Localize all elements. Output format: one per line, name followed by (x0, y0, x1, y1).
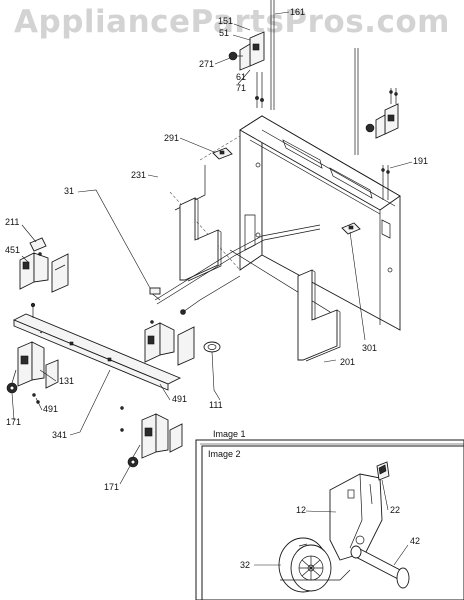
callout-111: 111 (209, 400, 223, 410)
clip-22 (376, 461, 390, 481)
top-bracket-left (228, 31, 265, 108)
side-panel-left (179, 197, 222, 282)
top-rods (270, 0, 359, 155)
cabinet-frame (169, 115, 401, 335)
caster-bracket-12 (329, 473, 383, 561)
callout-151: 151 (218, 16, 233, 26)
callout-291: 291 (164, 133, 179, 143)
callout-451: 451 (5, 245, 20, 255)
callout-171-right: 171 (104, 482, 119, 492)
callout-201: 201 (340, 357, 355, 367)
cross-bar-341 (12, 302, 182, 391)
callout-22: 22 (390, 505, 400, 515)
callout-211: 211 (5, 217, 19, 227)
inset-image2-frame (201, 445, 464, 600)
callout-labels: 161 151 51 271 61 71 291 191 231 31 211 … (5, 7, 428, 570)
inset-image1-frame (195, 439, 464, 600)
inset-label-image1: Image 1 (213, 429, 246, 439)
callout-32: 32 (240, 560, 250, 570)
callout-131: 131 (59, 376, 74, 386)
bracket-211 (19, 237, 69, 293)
inset-label-image2: Image 2 (208, 449, 241, 459)
inset-frame (195, 439, 464, 600)
callout-61: 61 (236, 72, 246, 82)
grommet-111 (203, 341, 221, 353)
top-bracket-right (365, 88, 399, 200)
inset-leaders (254, 479, 409, 566)
callout-341: 341 (52, 430, 67, 440)
clip-291 (212, 147, 233, 160)
axle-42 (350, 545, 410, 589)
callout-171-left: 171 (6, 417, 21, 427)
callout-12: 12 (296, 505, 306, 515)
callout-491-left: 491 (43, 404, 58, 414)
clip-301 (341, 222, 361, 235)
callout-301: 301 (362, 343, 377, 353)
side-panel-right (297, 269, 341, 362)
callout-71: 71 (236, 83, 246, 93)
bracket-center (144, 320, 195, 366)
callout-491-right: 491 (172, 394, 187, 404)
callout-191: 191 (413, 156, 428, 166)
tube-31 (149, 224, 321, 315)
callout-42: 42 (410, 536, 420, 546)
leader-lines (11, 11, 413, 485)
watermark-text: AppliancePartsPros.com (14, 4, 450, 40)
callout-31: 31 (64, 186, 74, 196)
callout-51: 51 (219, 28, 229, 38)
callout-231: 231 (131, 170, 146, 180)
callout-271: 271 (199, 59, 214, 69)
caster-assembly-left (6, 341, 59, 404)
callout-161: 161 (290, 7, 305, 17)
caster-assembly-right (120, 406, 183, 468)
wheel-32 (278, 537, 351, 593)
